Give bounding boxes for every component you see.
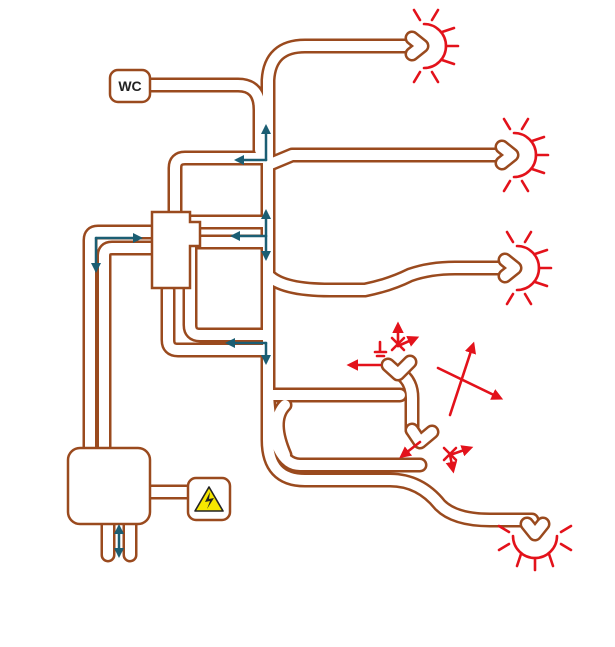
lightning-bolt-warning-icon: [194, 486, 224, 512]
electric-box: [186, 476, 232, 522]
wc-box: WC: [108, 68, 152, 104]
pipe-top-branch: [260, 38, 413, 173]
blocked-mark-lower: [442, 446, 458, 462]
pipe-manifold-frame: [167, 150, 276, 223]
red-arrow-down-left: [399, 440, 422, 459]
boiler-tank: [66, 446, 152, 526]
pipe-left-feed-2: [96, 240, 163, 456]
manifold-block: [150, 210, 202, 290]
radiator-3: [497, 230, 553, 306]
pipe-wc-branch: [142, 77, 268, 158]
red-arrow-right-lower: [448, 445, 474, 457]
wc-label: WC: [118, 78, 141, 94]
radiator-1: [404, 8, 460, 84]
red-arrow-down-lower: [445, 453, 458, 474]
movement-arrows: [346, 321, 504, 474]
red-arrow-down-right: [436, 366, 504, 400]
radiator-2: [494, 117, 550, 193]
red-arrow-right-small: [396, 335, 420, 348]
pipe-manifold-lower: [182, 232, 276, 343]
radiator-4: [497, 516, 573, 572]
flow-arrows: [91, 124, 271, 558]
pipe-network: [82, 38, 540, 563]
ground-mark: [373, 340, 388, 358]
blocked-mark-upper: [390, 336, 406, 352]
